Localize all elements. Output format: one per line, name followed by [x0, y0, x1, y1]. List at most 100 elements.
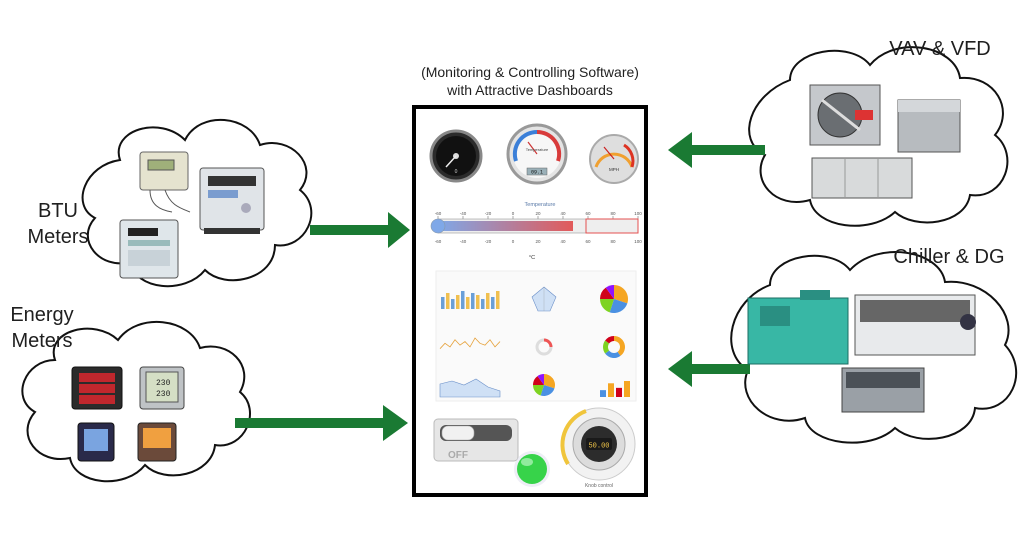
- btu-label-line2: Meters: [27, 226, 89, 248]
- mini-pie-chart: [600, 285, 628, 313]
- thermometer-tick-top: 80: [610, 211, 616, 216]
- btu-cloud: [81, 118, 313, 288]
- bar-mark: [476, 295, 480, 309]
- mini-donut-chart: [603, 336, 625, 358]
- thermometer-tick-top: -60: [435, 211, 442, 216]
- arrow-dashboard-to-vav: [668, 132, 765, 168]
- mini-column-chart: [600, 381, 630, 397]
- temperature-gauge: Temperature 09.1: [506, 123, 568, 185]
- vav-box-device: [897, 99, 961, 153]
- line-series: [439, 337, 501, 349]
- switch-state-label: OFF: [448, 450, 468, 461]
- thermometer-tick-bottom: 40: [560, 239, 566, 244]
- thermometer-widget: Temperature -60 -40 -20 0 20 40 60 80 100 -60 -40…: [430, 202, 643, 261]
- pie-slice: [544, 374, 555, 389]
- pie-slice: [533, 385, 544, 396]
- bar-mark: [491, 297, 495, 309]
- column-mark: [608, 383, 614, 397]
- bar-mark: [461, 291, 465, 309]
- thermometer-fill: [438, 221, 573, 231]
- thermometer-tick-bottom: 100: [634, 239, 642, 244]
- temperature-gauge-readout: 09.1: [531, 170, 543, 176]
- mini-radar-chart: [531, 286, 557, 312]
- vav-damper-device: [809, 84, 881, 146]
- speed-gauge-reading: 0: [455, 169, 458, 175]
- speed-gauge: 0: [429, 129, 483, 183]
- energy-meter-device-2: 230 230: [139, 366, 185, 410]
- knob-value: 50.00: [588, 443, 609, 451]
- chiller-unit-device: [854, 294, 976, 356]
- pie-slice: [537, 374, 544, 385]
- thermometer-tick-top: 0: [512, 211, 515, 216]
- on-off-switch[interactable]: OFF: [433, 418, 519, 462]
- pie-slice: [533, 376, 544, 385]
- thermometer-tick-top: -40: [460, 211, 467, 216]
- energy-meter-device-4: [137, 422, 177, 462]
- column-mark: [616, 387, 622, 397]
- energy-label-line2: Meters: [11, 330, 73, 352]
- bar-mark: [486, 293, 490, 309]
- column-mark: [600, 390, 606, 397]
- bar-mark: [441, 297, 445, 309]
- center-title-line2: with Attractive Dashboards: [447, 82, 613, 98]
- thermometer-tick-bottom: 60: [585, 239, 591, 244]
- btu-meter-device-1: [139, 151, 191, 213]
- pie-slice: [605, 285, 614, 299]
- dashboard-panel: 0 Temperature 09.1 MPH Temperature -60 -4…: [412, 105, 648, 497]
- mini-bar-chart: [441, 291, 500, 309]
- mph-gauge-label: MPH: [609, 167, 619, 172]
- thermometer-tick-bottom: -40: [460, 239, 467, 244]
- thermometer-tick-bottom: 0: [512, 239, 515, 244]
- pie-slice: [540, 385, 555, 396]
- energy-meter-device-3: [77, 422, 115, 462]
- arrow-dashboard-to-chiller: [668, 351, 750, 387]
- arrow-btu-to-dashboard: [310, 212, 410, 248]
- btu-meter-device-2: [199, 167, 265, 234]
- pie-slice: [614, 285, 628, 304]
- temperature-gauge-title: Temperature: [526, 147, 549, 152]
- mph-gauge: MPH: [589, 134, 639, 184]
- bar-mark: [471, 293, 475, 309]
- thermometer-tick-bottom: 80: [610, 239, 616, 244]
- bar-mark: [481, 299, 485, 309]
- thermometer-tick-bottom: -20: [485, 239, 492, 244]
- mini-charts-grid: [435, 270, 637, 402]
- thermometer-tick-top: 100: [634, 211, 642, 216]
- thermometer-tick-top: 40: [560, 211, 566, 216]
- energy-label-line1: Energy: [10, 304, 74, 326]
- bar-mark: [496, 291, 500, 309]
- thermometer-tick-top: -20: [485, 211, 492, 216]
- svg-text:230: 230: [156, 379, 171, 388]
- pie-slice: [600, 287, 614, 299]
- thermometer-title: Temperature: [525, 202, 556, 208]
- energy-meter-device-1: [71, 366, 123, 410]
- knob-control[interactable]: 50.00 Knob control: [560, 407, 636, 489]
- dg-generator-device: [747, 290, 849, 365]
- btu-label-line1: BTU: [38, 200, 78, 222]
- svg-text:230: 230: [156, 390, 171, 399]
- donut-hole: [608, 341, 620, 353]
- bar-mark: [451, 299, 455, 309]
- mini-area-chart: [439, 378, 501, 398]
- center-title-line1: (Monitoring & Controlling Software): [421, 64, 639, 80]
- status-led: [514, 451, 550, 487]
- bar-mark: [466, 297, 470, 309]
- dashboard-canvas: 0 Temperature 09.1 MPH Temperature -60 -4…: [429, 123, 643, 489]
- thermometer-unit: °C: [529, 255, 535, 261]
- bar-mark: [446, 293, 450, 309]
- thermometer-ticks-bottom: -60 -40 -20 0 20 40 60 80 100: [435, 239, 643, 244]
- thermometer-tick-bottom: -60: [435, 239, 442, 244]
- mini-line-chart: [439, 337, 501, 349]
- knob-label: Knob control: [585, 483, 613, 489]
- pie-slice: [600, 299, 614, 313]
- btu-meter-device-3: [119, 219, 179, 279]
- thermometer-ticks-top: -60 -40 -20 0 20 40 60 80 100: [435, 211, 642, 219]
- thermometer-tick-top: 20: [535, 211, 541, 216]
- thermometer-tick-bottom: 20: [535, 239, 541, 244]
- column-mark: [624, 381, 630, 397]
- bar-mark: [456, 295, 460, 309]
- chiller-label: Chiller & DG: [893, 246, 1005, 268]
- mini-donut-chart-small: [535, 338, 553, 356]
- thermometer-tick-top: 60: [585, 211, 591, 216]
- vav-label: VAV & VFD: [889, 38, 991, 60]
